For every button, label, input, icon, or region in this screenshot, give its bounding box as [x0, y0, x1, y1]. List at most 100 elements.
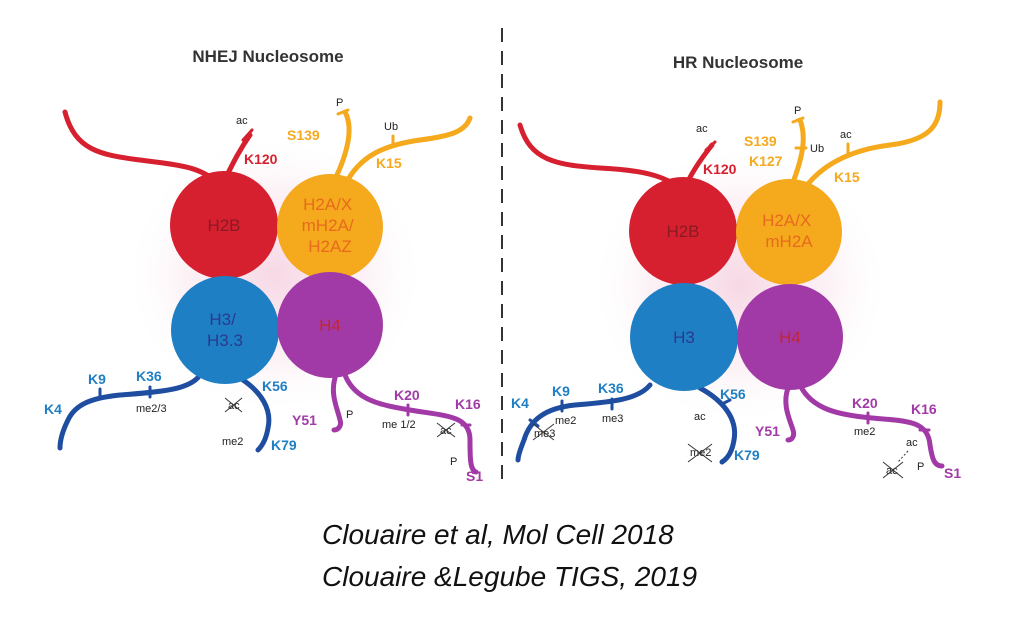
nhej-h2a-label-line-2: mH2A/: [302, 216, 354, 235]
nhej-mod-k20-me: me 1/2: [382, 419, 416, 431]
hr-site-k20: K20: [852, 395, 878, 411]
hr-site-k79: K79: [734, 447, 760, 463]
nhej-mod-k120-ac: ac: [236, 115, 248, 127]
hr-site-k9: K9: [552, 383, 570, 399]
hr-k56-tick: [720, 398, 732, 406]
nhej-h3-ball: [171, 276, 279, 384]
hr-site-k36: K36: [598, 380, 624, 396]
hr-h4-ball: [737, 284, 843, 390]
nhej-glow: [125, 135, 425, 415]
nhej-k56-ac-cross-b: [224, 397, 243, 413]
hr-h2b-tail-left: [517, 122, 685, 193]
hr-s139-p-tick: [791, 116, 805, 124]
hr-mod-k16-ac: ac: [906, 437, 918, 449]
nhej-h3-label-line-2: H3.3: [207, 331, 243, 350]
nhej-h2b-tail-left: [62, 109, 223, 188]
hr-k16-ac-cross-b: [882, 461, 904, 479]
hr-mod-k56-ac: ac: [694, 411, 706, 423]
hr-k4-me-cross-b: [532, 423, 555, 441]
nhej-h2a-ball: [277, 174, 383, 280]
nhej-site-k120: K120: [244, 151, 278, 167]
nhej-site-k9: K9: [88, 371, 106, 387]
nhej-site-s1: S1: [466, 468, 483, 484]
hr-site-k127: K127: [749, 153, 783, 169]
nhej-h2a-label-line-3: H2AZ: [308, 237, 351, 256]
hr-h3-label: H3: [673, 328, 695, 347]
hr-h2b-label: H2B: [666, 222, 699, 241]
nhej-mod-s1-p: P: [450, 456, 457, 468]
nhej-site-k15: K15: [376, 155, 402, 171]
hr-mod-k36-me: me3: [602, 413, 623, 425]
nhej-h2a-label-line-1: H2A/X: [303, 195, 352, 214]
nhej-h2a-tail-k15: [342, 115, 473, 188]
nhej-h4-label: H4: [319, 316, 341, 335]
hr-k16-ac-arrow: [897, 450, 909, 463]
nhej-mod-k36-me: me2/3: [136, 403, 167, 415]
nhej-mod-k15-ub: Ub: [384, 121, 398, 133]
hr-site-k4: K4: [511, 395, 529, 411]
hr-h2a-label-line-2: mH2A: [765, 232, 813, 251]
hr-site-k120: K120: [703, 161, 737, 177]
hr-site-k56: K56: [720, 386, 746, 402]
nhej-h3-tail-k79: [237, 375, 272, 453]
citation-line-1: Clouaire et al, Mol Cell 2018: [322, 519, 674, 550]
nhej-site-s139: S139: [287, 127, 320, 143]
hr-h3-tail-n: [515, 382, 653, 463]
nhej-h3-label: H3/ H3.3: [207, 310, 243, 350]
hr-h2a-tail-k15: [799, 99, 943, 195]
nhej-site-k16: K16: [455, 396, 481, 412]
nhej-panel: NHEJ Nucleosome H2B: [44, 47, 483, 484]
hr-mod-k120-ac: ac: [696, 123, 708, 135]
hr-site-s1: S1: [944, 465, 961, 481]
nhej-site-k36: K36: [136, 368, 162, 384]
nhej-mod-y51-p: P: [346, 409, 353, 421]
nhej-site-k56: K56: [262, 378, 288, 394]
hr-h2a-label: H2A/X mH2A: [762, 211, 816, 251]
hr-mod-k127-ub: Ub: [810, 143, 824, 155]
nhej-mod-k79-me: me2: [222, 436, 243, 448]
nhej-mod-s139-p: P: [336, 97, 343, 109]
hr-site-s139: S139: [744, 133, 777, 149]
nhej-s139-p-tick: [336, 108, 350, 116]
nhej-h2b-ball: [170, 171, 278, 279]
nhej-site-k79: K79: [271, 437, 297, 453]
hr-k4-tick: [528, 418, 540, 428]
hr-site-k16: K16: [911, 401, 937, 417]
hr-h2a-label-line-1: H2A/X: [762, 211, 811, 230]
hr-k79-me-cross-b: [687, 443, 713, 463]
citation-line-2: Clouaire &Legube TIGS, 2019: [322, 561, 698, 592]
nhej-h4-tail-y51: [330, 375, 343, 433]
nhej-h4-tail-c: [342, 372, 479, 475]
hr-h4-tail-y51: [783, 385, 797, 443]
hr-mod-s1-p: P: [917, 461, 924, 473]
nhej-site-y51: Y51: [292, 412, 317, 428]
hr-site-k15: K15: [834, 169, 860, 185]
hr-glow: [590, 145, 890, 425]
hr-mod-s139-p: P: [794, 105, 801, 117]
hr-k120-ac-tick: [704, 140, 717, 152]
nhej-h3-tail-n: [57, 372, 203, 451]
hr-site-y51: Y51: [755, 423, 780, 439]
hr-h4-label: H4: [779, 328, 801, 347]
hr-h4-tail-c: [797, 382, 945, 469]
hr-h2a-ball: [736, 179, 842, 285]
hr-h2b-ball: [629, 177, 737, 285]
nhej-h2a-label: H2A/X mH2A/ H2AZ: [302, 195, 359, 256]
nhej-h4-ball: [277, 272, 383, 378]
hr-title: HR Nucleosome: [673, 53, 803, 72]
hr-h3-label-line-1: H3: [673, 328, 695, 347]
hr-h3-ball: [630, 283, 738, 391]
nhej-title: NHEJ Nucleosome: [192, 47, 343, 66]
nhej-k16-ac-cross-b: [436, 422, 456, 438]
nhej-site-k4: K4: [44, 401, 62, 417]
nhej-site-k20: K20: [394, 387, 420, 403]
nhej-h2b-label: H2B: [207, 216, 240, 235]
hr-panel: HR Nucleosome H2B: [511, 53, 961, 481]
hr-mod-k15-ac: ac: [840, 129, 852, 141]
hr-h3-tail-k79: [697, 385, 738, 465]
hr-mod-k20-me: me2: [854, 426, 875, 438]
hr-mod-k9-me: me2: [555, 415, 576, 427]
nhej-h3-label-line-1: H3/: [209, 310, 236, 329]
nhej-k120-ac-tick: [241, 128, 254, 142]
